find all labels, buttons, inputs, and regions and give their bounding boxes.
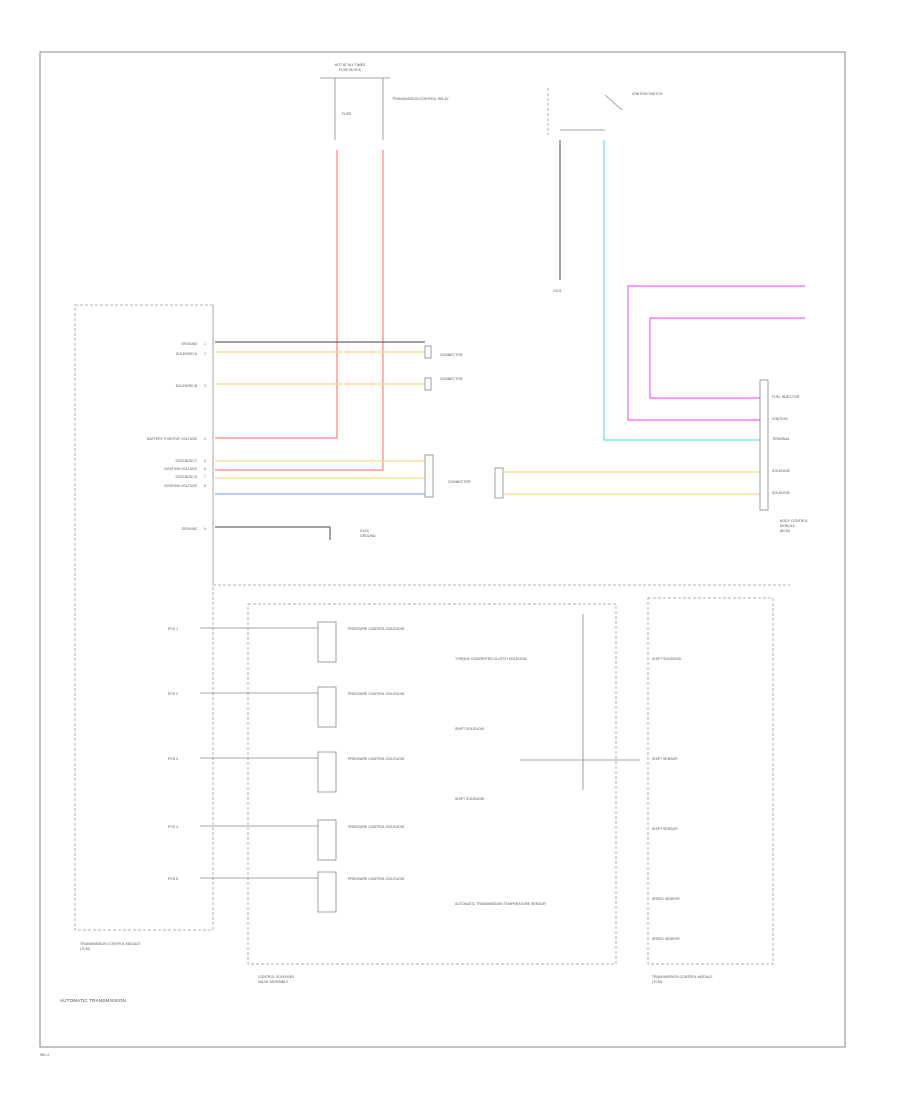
tcm-signal-pin: 3 (204, 384, 206, 388)
connector-2-label: CONNECTOR (440, 377, 463, 381)
solenoid-unit-label: PRESSURE CONTROL SOLENOID (348, 627, 405, 631)
tcm-left-caption: TRANSMISSION CONTROL MODULE(TCM) (80, 942, 141, 951)
ignition-switch: IGNITION SWITCH G101 (547, 88, 663, 293)
right-label: SHIFT SENSOR (652, 827, 678, 831)
ground-wire-3 (215, 526, 331, 540)
middle-label: TORQUE CONVERTER CLUTCH SOLENOID (455, 657, 527, 661)
tcm-signal-label: SOLENOID D (175, 475, 197, 479)
diagram-frame (39, 51, 846, 1048)
right-labels: SHIFT SOLENOID SHIFT SENSOR SHIFT SENSOR SP… (652, 657, 682, 941)
tcm-left-block (74, 304, 214, 931)
tcm-signal-pin: 2 (204, 352, 206, 356)
connector-3-label: CONNECTOR (448, 480, 471, 484)
tcm-signal-pin: 6 (204, 467, 206, 471)
middle-label: AUTOMATIC TRANSMISSION TEMPERATURE SENSO… (455, 902, 546, 906)
tcm-signal-label: SOLENOID B (176, 384, 198, 388)
relay-label: TRANSMISSION CONTROL RELAY (392, 97, 449, 101)
tcm-signal-pin: 7 (204, 475, 206, 479)
solenoid-unit (317, 819, 337, 861)
magenta-wire-1 (627, 285, 805, 421)
footer-title: AUTOMATIC TRANSMISSION (60, 998, 126, 1003)
connector-1-label: CONNECTOR (440, 353, 463, 357)
red-wire-2 (215, 150, 384, 471)
solenoid-left-label: PCS 4 (168, 825, 178, 829)
connector-3: CONNECTOR (424, 454, 504, 499)
connector-2: CONNECTOR (424, 377, 463, 391)
bcm-pin-label: IGNITION (772, 417, 788, 421)
tcm-signal-label: GROUND (181, 342, 197, 346)
middle-label: SHIFT SOLENOID (455, 727, 485, 731)
solenoid-unit (317, 871, 337, 913)
page-ref: WD-4 (40, 1053, 49, 1057)
solenoid-left-labels: PCS 1 PCS 2 PCS 3 PCS 4 PCS 5 (168, 627, 320, 881)
tcm-signal-label: IGNITION VOLTAGE (164, 467, 197, 471)
right-label: SHIFT SENSOR (652, 757, 678, 761)
middle-labels: TORQUE CONVERTER CLUTCH SOLENOID SHIFT SO… (455, 657, 546, 906)
ignition-switch-label: IGNITION SWITCH (632, 92, 663, 96)
solenoid-unit (317, 621, 337, 663)
connector-1: CONNECTOR (424, 345, 463, 359)
tcm-signal-label: IGNITION VOLTAGE (164, 484, 197, 488)
solenoid-left-label: PCS 2 (168, 692, 178, 696)
solenoid-unit (317, 751, 337, 793)
middle-label: SHIFT SOLENOID (455, 797, 485, 801)
bcm-pin-label: SOLENOID (772, 469, 791, 473)
tcm-signal-label: SOLENOID C (175, 459, 197, 463)
solenoid-block (247, 603, 617, 965)
solenoid-left-label: PCS 1 (168, 627, 178, 631)
tcm-signal-pin: 9 (204, 527, 206, 531)
tcm-signal-pin: 1 (204, 342, 206, 346)
right-label: SPEED SENSOR (652, 897, 680, 901)
cyan-wire (603, 140, 760, 441)
ground-label: G101 (553, 289, 562, 293)
bcm-connector (759, 379, 769, 511)
magenta-wire-2 (649, 317, 805, 399)
bcm-pin-label: TERMINAL (772, 437, 790, 441)
bcm-pin-label: SOLENOID (772, 491, 791, 495)
tcm-signal-pin: 8 (204, 484, 206, 488)
solenoid-unit-label: PRESSURE CONTROL SOLENOID (348, 877, 405, 881)
tcm-signal-label: GROUND (181, 527, 197, 531)
fuse-label: FUSE (342, 112, 352, 116)
bcm-pins: FUEL INJECTOR IGNITION TERMINAL SOLENOID SOL… (772, 395, 800, 495)
solenoid-units: PRESSURE CONTROL SOLENOID PRESSURE CONTRO… (317, 621, 405, 913)
right-block (647, 597, 774, 965)
red-wire-1 (215, 150, 338, 439)
tcm-signal-pin: 4 (204, 437, 206, 441)
solenoid-unit-label: PRESSURE CONTROL SOLENOID (348, 825, 405, 829)
solenoid-left-label: PCS 5 (168, 877, 178, 881)
bcm-pin-label: FUEL INJECTOR (772, 395, 800, 399)
right-label: SHIFT SOLENOID (652, 657, 682, 661)
solenoid-left-label: PCS 3 (168, 757, 178, 761)
right-caption: TRANSMISSION CONTROL MODULE(TCM) (652, 975, 713, 984)
tcm-signal-label: SOLENOID A (176, 352, 198, 356)
tcm-signal-pin: 5 (204, 459, 206, 463)
solenoid-unit (317, 686, 337, 728)
tcm-signal-label: BATTERY POSITIVE VOLTAGE (147, 437, 198, 441)
right-label: SPEED SENSOR (652, 937, 680, 941)
tcm-dashed-boundary (212, 305, 790, 586)
solenoid-unit-label: PRESSURE CONTROL SOLENOID (348, 757, 405, 761)
solenoid-unit-label: PRESSURE CONTROL SOLENOID (348, 692, 405, 696)
